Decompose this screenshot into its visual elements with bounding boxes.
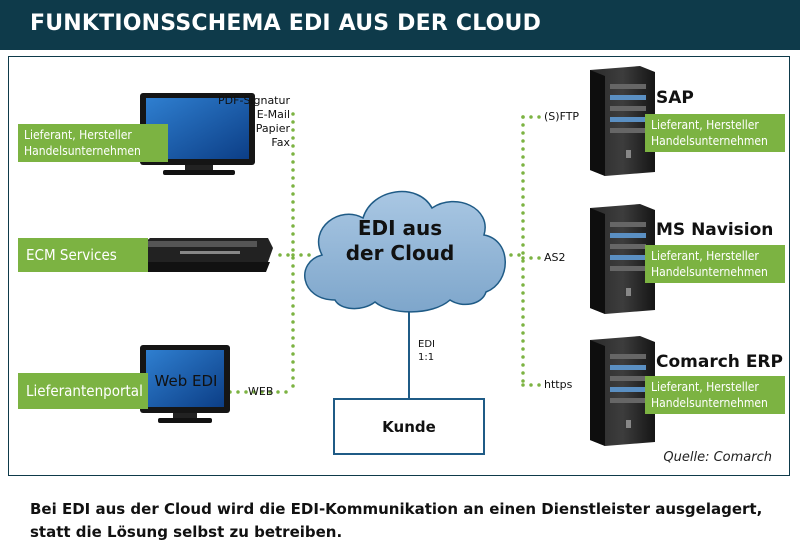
cloud-label-line: EDI aus [357, 216, 443, 240]
caption-text: Bei EDI aus der Cloud wird die EDI-Kommu… [30, 500, 763, 541]
server-label-line: Lieferant, Hersteller [651, 118, 759, 132]
web-edi-screen-text: Web EDI [154, 372, 218, 390]
monitor-icon [140, 93, 255, 175]
server-title-comarch-erp: Comarch ERP [656, 352, 783, 372]
server-label-line: Handelsunternehmen [651, 265, 768, 279]
server-label-line: Lieferant, Hersteller [651, 249, 759, 263]
edi-link-label-line: 1:1 [418, 352, 435, 363]
kunde-label: Kunde [382, 417, 436, 436]
scanner-icon [135, 238, 273, 272]
protocol-https: https [544, 378, 573, 391]
server-label-line: Lieferant, Hersteller [651, 380, 759, 394]
server-label-box: Lieferant, Hersteller Handelsunternehmen [645, 376, 785, 414]
edi-link-label: EDI 1:1 [418, 338, 435, 364]
ecm-services-label: ECM Services [26, 246, 117, 264]
supplier-label-line: Lieferant, Hersteller [24, 128, 132, 142]
channel-email: E-Mail [256, 108, 290, 121]
server-tower-icon [590, 336, 655, 446]
header-bar: FUNKTIONSSCHEMA EDI AUS DER CLOUD [0, 0, 800, 50]
source-note: Quelle: Comarch [663, 450, 772, 465]
server-label-box: Lieferant, Hersteller Handelsunternehmen [645, 245, 785, 283]
cloud-label: EDI aus der Cloud [325, 216, 475, 266]
left-connectors [228, 112, 314, 394]
supplier-label-box: Lieferant, Hersteller Handelsunternehmen [18, 124, 168, 162]
server-label-line: Handelsunternehmen [651, 134, 768, 148]
server-label-line: Handelsunternehmen [651, 396, 768, 410]
channel-web: WEB [248, 385, 274, 398]
web-edi-monitor-icon [140, 345, 230, 423]
kunde-box: Kunde [333, 398, 485, 455]
diagram-frame [8, 56, 790, 476]
protocol-as2: AS2 [544, 251, 566, 264]
supplier-portal-label: Lieferantenportal [26, 382, 143, 400]
right-connectors [501, 115, 542, 387]
channel-fax: Fax [271, 136, 290, 149]
page-title: FUNKTIONSSCHEMA EDI AUS DER CLOUD [30, 11, 542, 36]
server-label-box: Lieferant, Hersteller Handelsunternehmen [645, 114, 785, 152]
server-tower-icon [590, 204, 655, 314]
server-title-sap: SAP [656, 88, 694, 108]
edi-link-label-line: EDI [418, 339, 435, 350]
supplier-label-line: Handelsunternehmen [24, 144, 141, 158]
protocol-sftp: (S)FTP [544, 110, 580, 123]
cloud-shape [304, 190, 506, 313]
server-tower-icon [590, 66, 655, 176]
channel-list: PDF-Signatur E-Mail Papier Fax [200, 94, 290, 150]
ecm-services-box: ECM Services [18, 238, 148, 272]
channel-pdf-signatur: PDF-Signatur [218, 94, 290, 107]
channel-papier: Papier [255, 122, 290, 135]
cloud-label-line: der Cloud [345, 241, 455, 265]
server-title-ms-navision: MS Navision [656, 220, 774, 240]
supplier-portal-box: Lieferantenportal [18, 373, 148, 409]
